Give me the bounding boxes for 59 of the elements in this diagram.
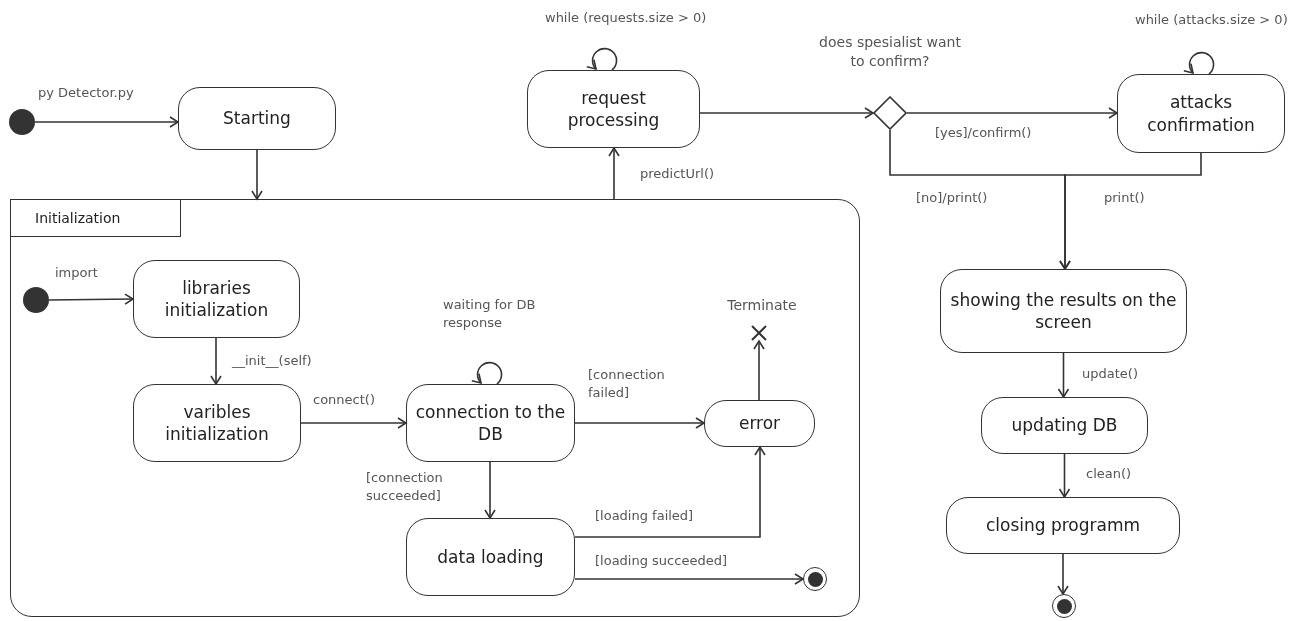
state-box [1117, 74, 1285, 153]
transition-arrow [1059, 152, 1202, 270]
terminate-cross [751, 325, 767, 341]
state-box [527, 70, 700, 148]
transition-arrow [251, 149, 263, 200]
state-name: error [738, 412, 781, 435]
transition-arrow [48, 293, 134, 305]
edge-label: [loading succeeded] [595, 552, 727, 570]
transition-arrow [753, 340, 765, 401]
final-node [803, 567, 827, 591]
edge-label: print() [1104, 189, 1145, 207]
edge-label: [loading failed] [595, 507, 694, 525]
edge-label: __init__(self) [232, 352, 312, 370]
transition-arrow [1057, 352, 1070, 398]
initial-node [23, 287, 49, 313]
transition-arrow [1058, 453, 1071, 498]
state-name: libraries initialization [163, 276, 270, 322]
self-transition-arrow [586, 47, 618, 71]
transition-arrow [1057, 553, 1069, 595]
state-box [133, 260, 300, 338]
transition-arrow [574, 573, 804, 585]
edge-label: import [55, 264, 98, 282]
state-box [704, 400, 815, 447]
edge-label: [no]/print() [916, 189, 988, 207]
edge-label: predictUrl() [640, 165, 715, 183]
state-box [178, 87, 336, 150]
state-name: varibles initialization [164, 400, 270, 446]
self-transition-arrow [471, 361, 503, 385]
transition-arrow [300, 417, 407, 429]
transition-arrow [484, 461, 496, 519]
decision-diamond [873, 96, 907, 130]
state-name: updating DB [1011, 414, 1118, 437]
initial-node [9, 109, 35, 135]
transition-arrow [574, 446, 766, 538]
transition-arrow [699, 107, 874, 119]
state-name: data loading [437, 545, 544, 569]
transition-arrow [210, 337, 222, 385]
state-name: attacks confirmation [1146, 91, 1256, 136]
transition-arrow [608, 147, 620, 200]
transition-arrow [906, 107, 1118, 119]
state-box [981, 397, 1148, 454]
state-box [133, 384, 301, 462]
state-name: closing programm [985, 514, 1141, 537]
transition-arrow [34, 116, 179, 128]
frame-tab: Initialization [10, 199, 181, 237]
edge-label: [yes]/confirm() [935, 124, 1032, 142]
edge-label: update() [1082, 365, 1138, 383]
state-box [946, 497, 1180, 554]
final-node [1052, 594, 1076, 618]
state-name: request processing [566, 86, 661, 132]
state-name: showing the results on the screen [949, 288, 1178, 334]
state-box [406, 384, 575, 462]
state-box [406, 518, 575, 596]
transition-arrow [574, 417, 705, 429]
state-name: connection to the DB [414, 400, 567, 446]
state-box [940, 269, 1187, 353]
state-name: Starting [223, 107, 291, 130]
edge-label: while (requests.size > 0) [545, 9, 707, 27]
self-transition-arrow [1183, 51, 1215, 75]
